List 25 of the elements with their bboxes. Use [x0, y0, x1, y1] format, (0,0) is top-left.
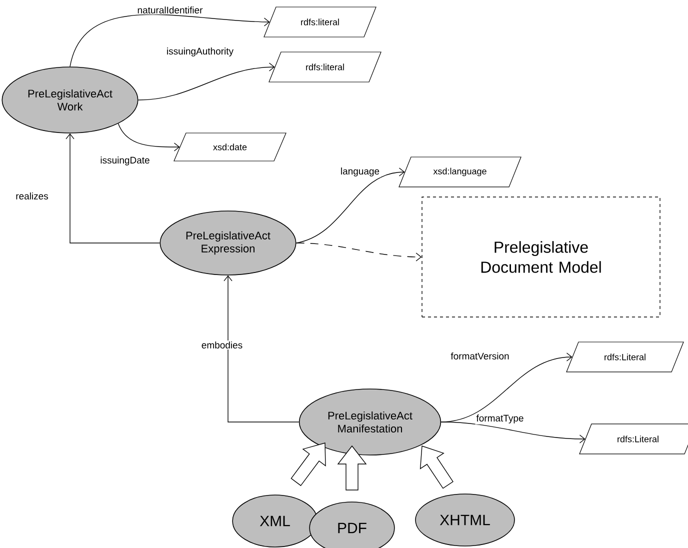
edge-label: issuingAuthority [165, 46, 235, 58]
block-arrow [337, 445, 367, 490]
arrow [66, 133, 160, 244]
literal-parallelogram: xsd:language [398, 156, 522, 188]
literal-parallelogram: rdfs:literal [268, 52, 382, 82]
arrow [224, 275, 300, 422]
arrow [296, 168, 405, 244]
edge-label: realizes [14, 192, 50, 200]
edge-label: issuingDate [99, 156, 151, 166]
model-box: Prelegislative Document Model [422, 196, 660, 318]
edge-label: formatType [475, 414, 525, 424]
arrow [440, 422, 586, 444]
block-arrow [420, 446, 454, 489]
literal-parallelogram: rdfs:Literal [579, 424, 688, 454]
edge-label: language [339, 166, 381, 178]
arrow [138, 62, 275, 100]
arrow [118, 123, 180, 152]
edge-label: formatVersion [450, 352, 510, 360]
edge-label: embodies [200, 340, 244, 350]
arrow [70, 14, 270, 67]
arrow [296, 242, 422, 262]
literal-parallelogram: xsd:date [174, 132, 286, 162]
edge-label: naturalIdentifier [136, 6, 204, 14]
literal-parallelogram: rdfs:Literal [566, 342, 684, 372]
literal-parallelogram: rdfs:literal [264, 6, 376, 38]
